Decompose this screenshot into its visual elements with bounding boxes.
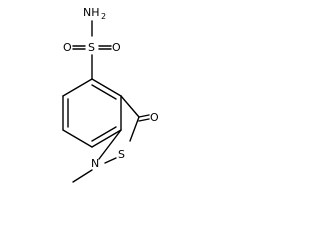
atom-sulfonyl-s: S [88, 41, 95, 54]
bond-c3a-c3 [120, 95, 140, 118]
atom-sulfonyl-o-right: O [112, 41, 121, 54]
atom-nh2: NH [83, 6, 100, 19]
atom-carbonyl-o: O [150, 111, 159, 124]
bond-ring-bottom-right [91, 129, 122, 148]
chemical-structure-diagram: NH 2 S O O O S N [62, 6, 159, 183]
bond-ring-top-left [62, 78, 93, 97]
bond-c3-o [138, 114, 150, 118]
atom-nh2-subscript: 2 [101, 12, 106, 21]
atom-ring-n: N [91, 157, 99, 170]
bond-ring-bottom-right-double [91, 126, 117, 142]
bond-c3-s [129, 116, 140, 142]
atom-sulfonyl-o-left: O [63, 41, 72, 54]
bond-n-methyl [72, 169, 93, 183]
bond-ring-top-right [91, 78, 122, 97]
bond-c3-o-double [138, 118, 150, 122]
bond-ring-top-right-double [91, 84, 117, 100]
atom-ring-s: S [118, 148, 125, 161]
bond-s-n [104, 157, 117, 164]
bond-n-c7a [98, 129, 122, 160]
bond-ring-bottom-left [62, 129, 93, 148]
